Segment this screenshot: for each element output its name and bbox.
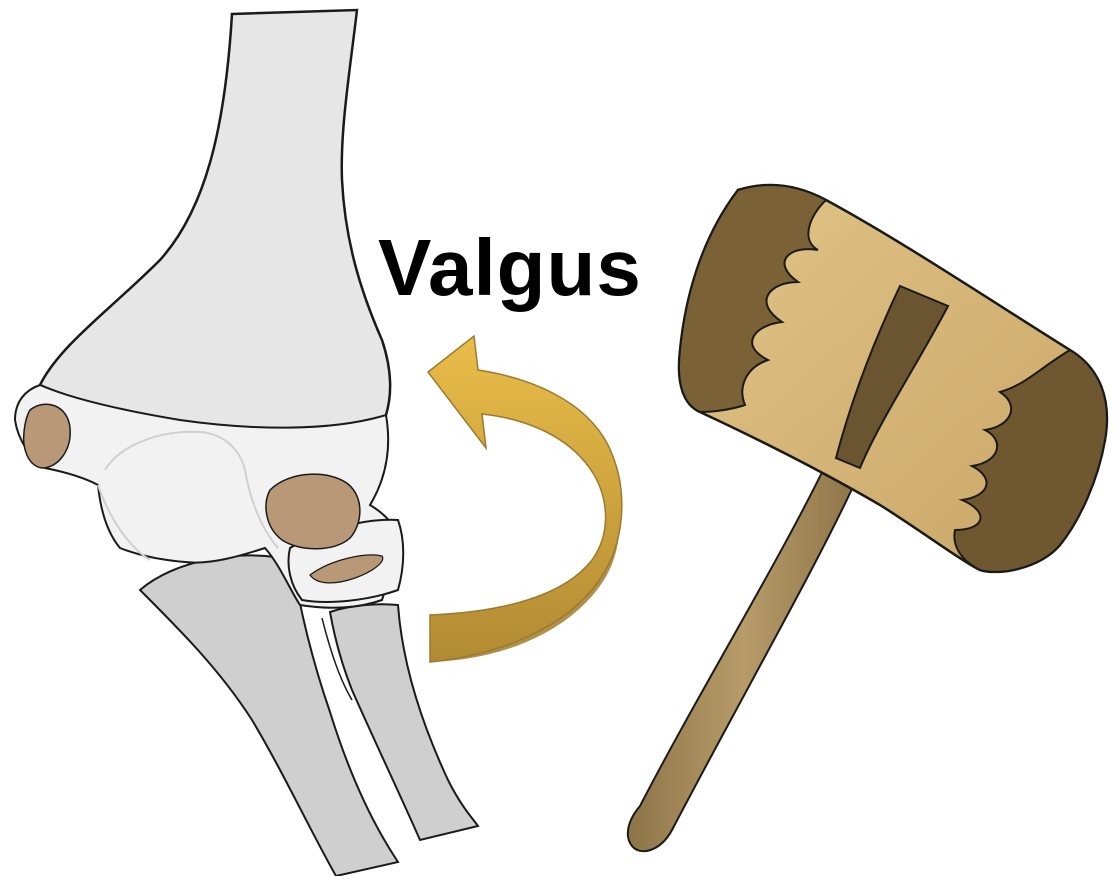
valgus-label: Valgus (378, 228, 642, 308)
humerus-bone (40, 10, 390, 432)
arrow-body (428, 336, 622, 662)
mallet-handle (628, 460, 858, 851)
elbow-joint-bones-icon (15, 10, 478, 876)
curved-rotation-arrow-icon (428, 336, 622, 662)
capitulum-surface (266, 474, 360, 549)
wooden-mallet-icon (628, 185, 1107, 851)
